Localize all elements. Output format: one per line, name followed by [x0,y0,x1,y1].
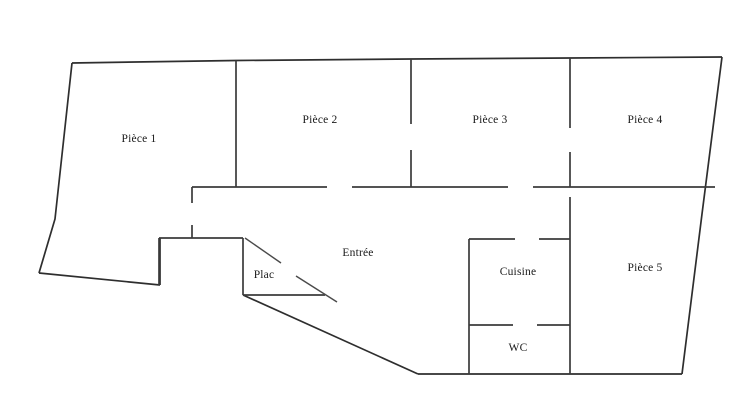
room-label-wc: WC [508,342,528,354]
right-wall-slanted [681,56,723,375]
room-label-piece-3: Pièce 3 [472,114,508,126]
piece1-left-wall [38,62,73,274]
top-wall [71,56,723,64]
bottom-left-diagonal [242,294,419,375]
plac-door-swing-lower [295,275,338,303]
room-label-piece-2: Pièce 2 [302,114,338,126]
room-label-piece-4: Pièce 4 [627,114,663,126]
interior-walls [158,58,715,374]
room-label-cuisine: Cuisine [499,266,537,278]
door-swings [244,237,338,303]
outer-walls [38,56,723,375]
room-label-entree: Entrée [342,247,374,259]
room-label-piece-5: Pièce 5 [627,262,663,274]
piece1-bottom-wall [38,272,161,286]
plac-door-swing-upper [244,237,282,264]
room-label-plac: Plac [253,269,275,281]
room-label-piece-1: Pièce 1 [121,133,157,145]
